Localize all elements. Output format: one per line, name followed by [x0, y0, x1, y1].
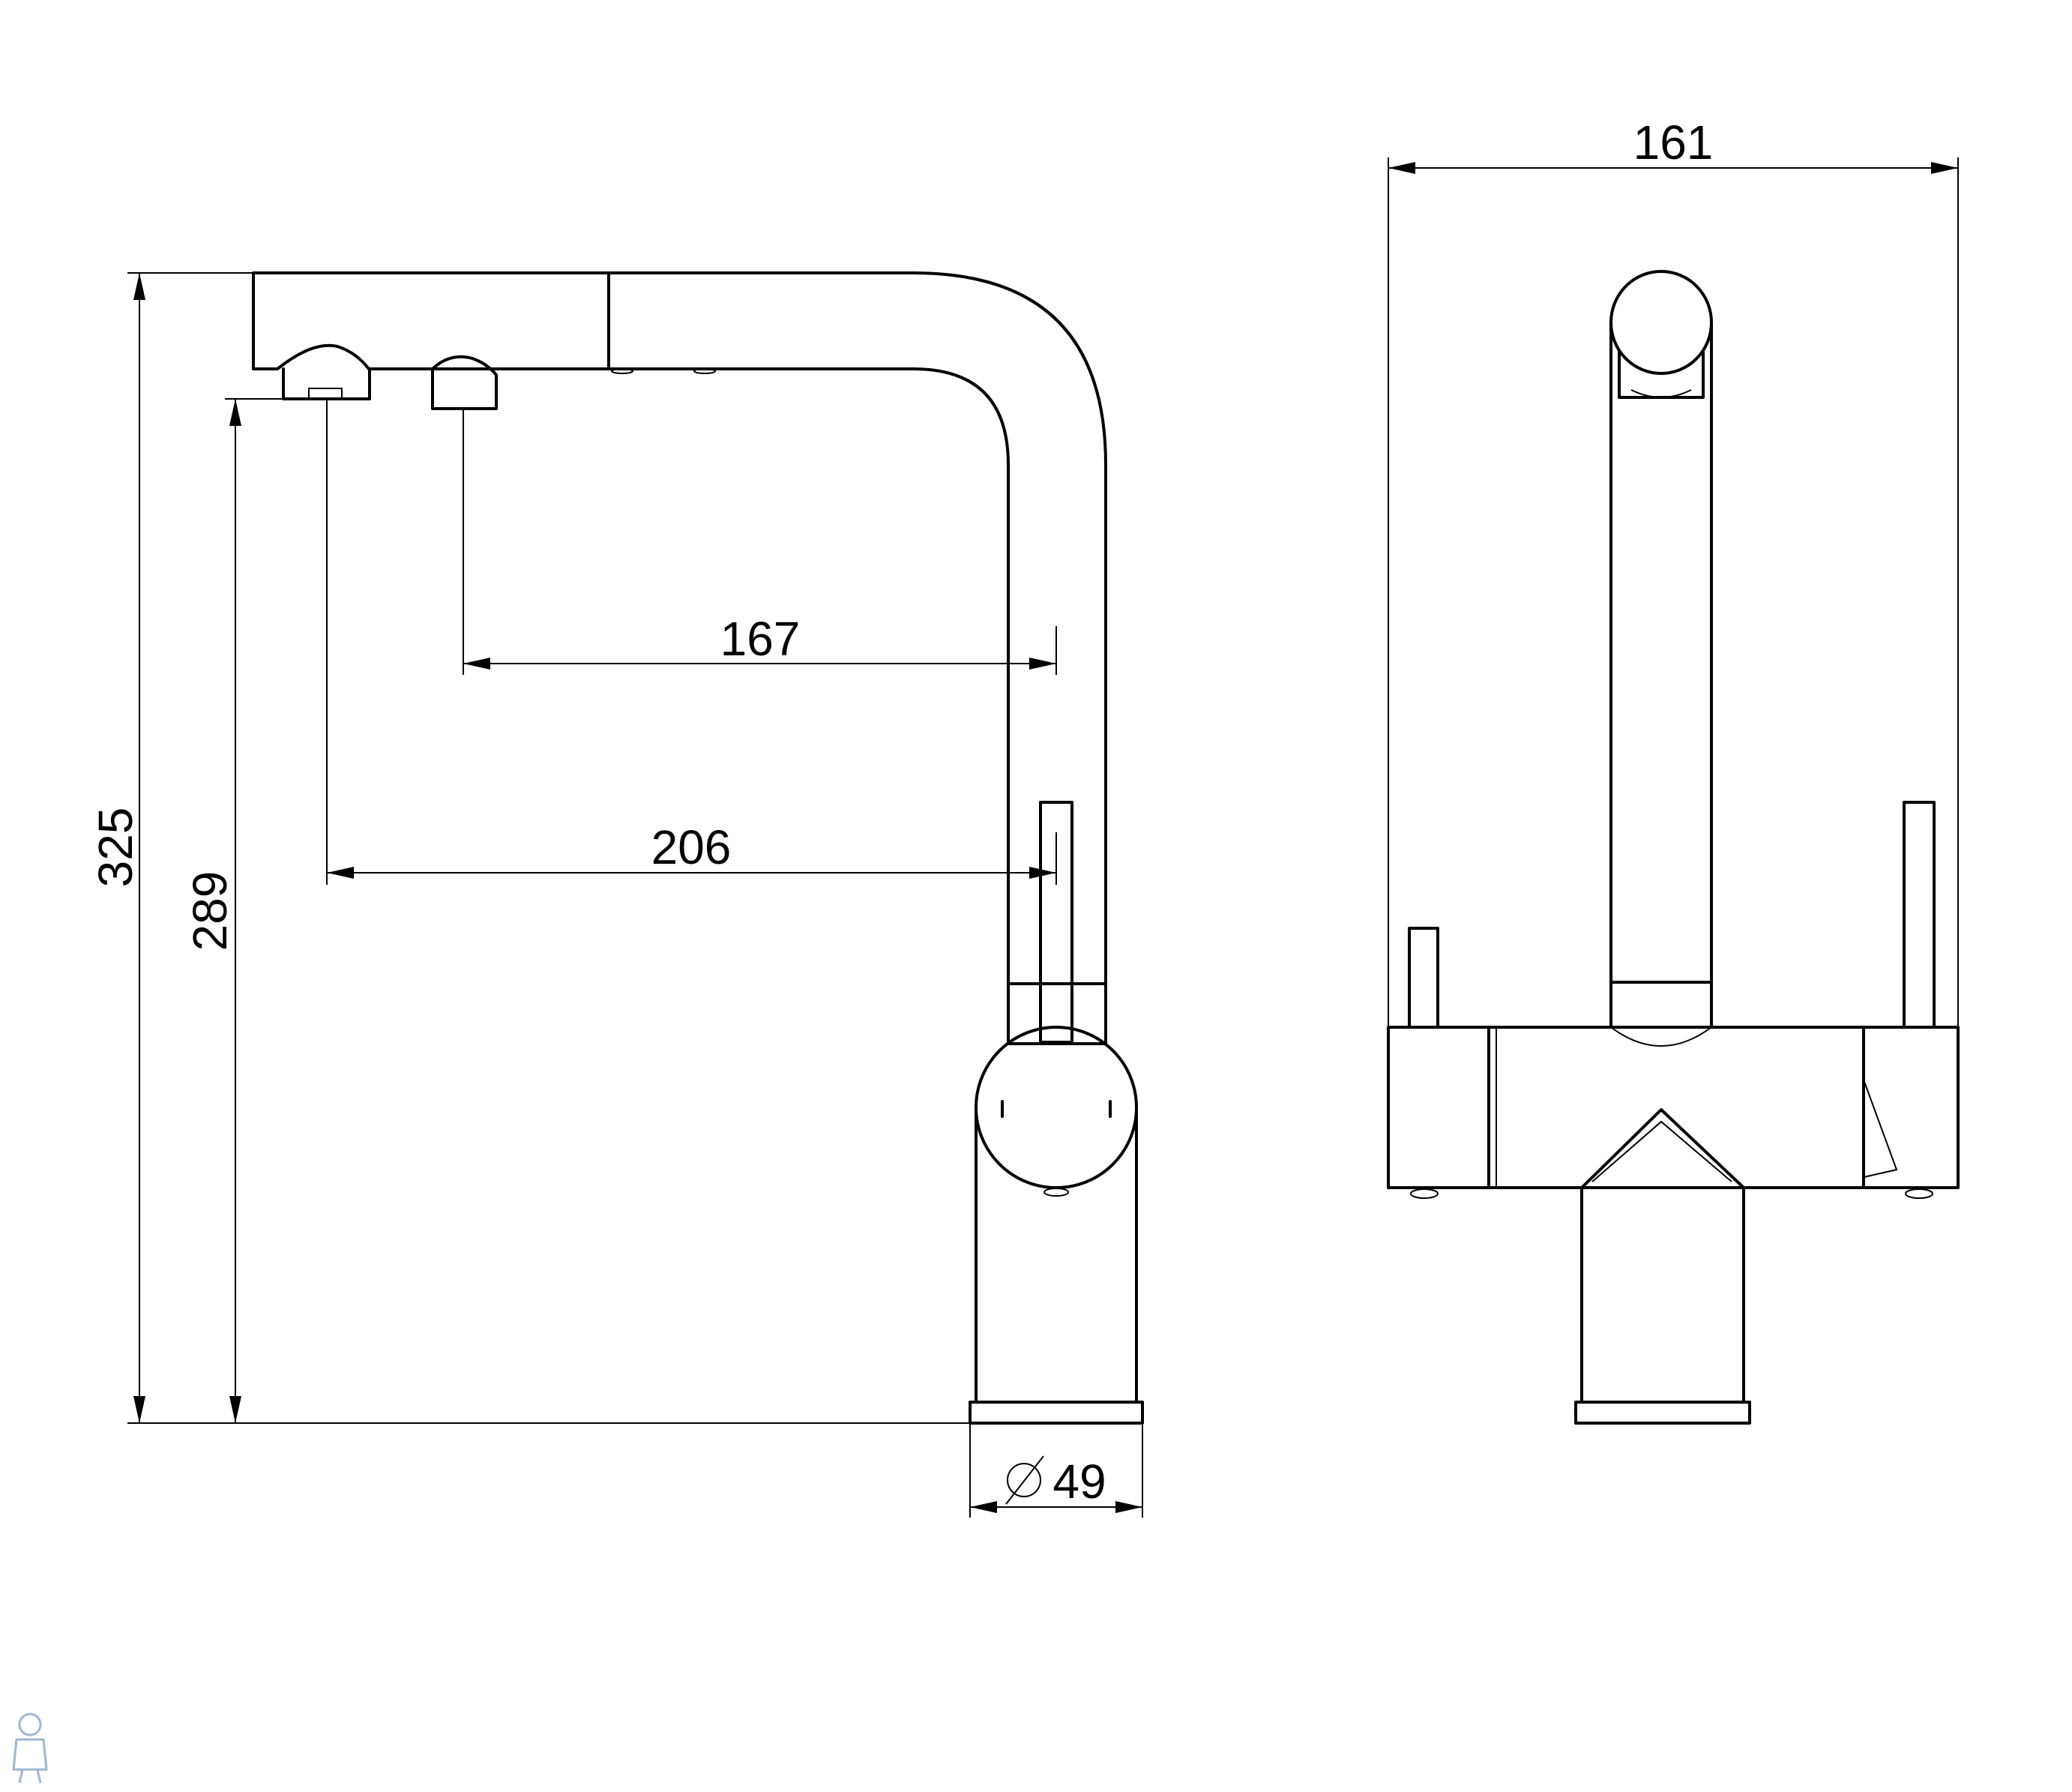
foot-left [1410, 1188, 1439, 1199]
dimension-lines [127, 157, 1959, 1518]
cartridge-housing [975, 1026, 1138, 1189]
dim-325-arrow-top [133, 273, 145, 300]
spout-joint-mark-2 [693, 368, 716, 374]
spout-column-front [1609, 321, 1713, 1029]
label-289: 289 [183, 871, 237, 951]
spout-body [607, 271, 1107, 985]
dim-206-arrow-left [327, 867, 354, 879]
lever-left-front [1408, 927, 1439, 1029]
column-junction [1580, 1108, 1745, 1189]
dim-49-arrow-right [1115, 1501, 1142, 1513]
spout-head [252, 271, 610, 370]
spout-head-front-inner [1630, 389, 1692, 398]
dimension-labels: 325 289 167 206 49 161 [88, 115, 1713, 1509]
dim-167-arrow-left [463, 658, 490, 670]
aerator-left [282, 367, 371, 400]
cartridge-bottom-mark [1043, 1188, 1069, 1197]
aerator-left-slot [308, 388, 343, 400]
column-junction-inner [1591, 1120, 1732, 1182]
spout-head-front [1609, 270, 1713, 375]
base-plate-front [1574, 1401, 1751, 1425]
plumber-logo-icon [12, 1713, 48, 1784]
label-206: 206 [651, 820, 732, 874]
dim-325-arrow-bottom [133, 1396, 145, 1423]
dim-167-arrow-right [1029, 658, 1056, 670]
foot-right [1905, 1188, 1933, 1199]
diameter-symbol [1005, 1455, 1044, 1505]
dim-289-arrow-bottom [229, 1396, 241, 1423]
dim-49-arrow-left [970, 1501, 997, 1513]
label-325: 325 [88, 808, 142, 888]
dim-161-arrow-left [1388, 162, 1415, 174]
spout-joint-marks [611, 368, 633, 374]
label-161: 161 [1633, 115, 1714, 169]
dim-161-arrow-right [1931, 162, 1958, 174]
dim-206-arrow-right [1029, 867, 1056, 879]
side-view [252, 271, 1144, 1425]
body-column [975, 1106, 1138, 1404]
dim-289-arrow-top [229, 399, 241, 426]
main-body-front [1387, 1026, 1960, 1189]
collar [1007, 982, 1107, 1045]
lever-right-front [1903, 801, 1936, 1029]
lever-right-hinge [1863, 1079, 1898, 1178]
base-plate [969, 1401, 1144, 1425]
label-167: 167 [720, 612, 801, 666]
spout-collar-curve [1610, 1026, 1712, 1047]
front-view [1387, 270, 1960, 1425]
label-49: 49 [1052, 1455, 1106, 1509]
aerator-right [431, 355, 498, 410]
lower-column-front [1580, 1186, 1745, 1404]
